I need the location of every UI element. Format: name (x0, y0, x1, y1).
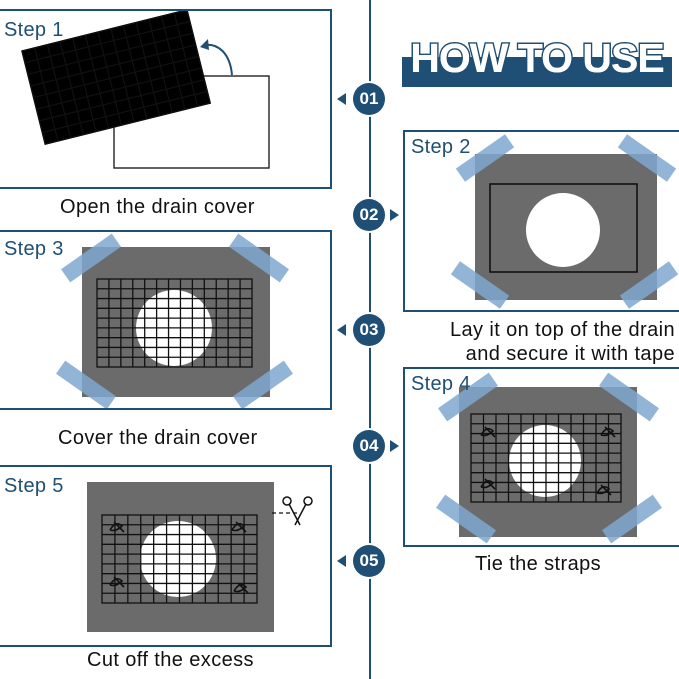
step-4-label: Step 4 (411, 373, 471, 395)
step-3-illustration (56, 233, 293, 408)
page-title: HOW TO USE (402, 34, 672, 87)
title-text: HOW TO USE (409, 34, 666, 83)
step-2-label: Step 2 (411, 136, 471, 158)
scissors-icon (282, 496, 313, 526)
step-4-arrow (390, 440, 399, 452)
step-3-badge: 03 (353, 314, 385, 346)
grid-mesh (101, 514, 258, 604)
step-3-panel: Step 3 (0, 230, 332, 410)
grid-mesh (470, 413, 622, 503)
step-3-caption: Cover the drain cover (58, 427, 258, 449)
step-4-caption: Tie the straps (475, 553, 602, 575)
step-1-caption: Open the drain cover (60, 196, 255, 218)
step-5-caption: Cut off the excess (87, 649, 254, 671)
drain-hole (526, 193, 600, 267)
step-2-arrow (390, 209, 399, 221)
step-2-badge: 02 (353, 199, 385, 231)
step-4-illustration (436, 372, 662, 544)
step-1-panel: Step 1 (0, 9, 332, 189)
step-2-caption-line1: Lay it on top of the drain (450, 319, 675, 341)
drain-hole (140, 521, 216, 597)
step-1-badge: 01 (353, 83, 385, 115)
step-2-caption: Lay it on top of the drain and secure it… (450, 318, 675, 366)
step-5-panel: Step 5 (0, 465, 332, 647)
grid-mesh (96, 278, 253, 368)
step-3-label: Step 3 (4, 238, 64, 260)
step-5-label: Step 5 (4, 475, 64, 497)
step-1-arrow (337, 93, 346, 105)
step-2-illustration (450, 134, 679, 309)
strap-knots (480, 426, 616, 496)
grid-mesh (21, 11, 212, 146)
drain-hole (509, 425, 581, 497)
step-2-caption-line2: and secure it with tape (465, 343, 675, 365)
step-4-badge: 04 (353, 430, 385, 462)
title-underline-bar (402, 57, 672, 87)
step-5-badge: 05 (353, 545, 385, 577)
drain-frame (489, 183, 638, 273)
step-5-illustration (87, 482, 313, 632)
step-3-arrow (337, 324, 346, 336)
strap-knots (109, 521, 249, 594)
step-5-arrow (337, 555, 346, 567)
step-2-panel: Step 2 (403, 130, 679, 312)
step-4-panel: Step 4 (403, 367, 679, 547)
step-1-illustration (21, 11, 270, 169)
step-1-label: Step 1 (4, 19, 64, 41)
